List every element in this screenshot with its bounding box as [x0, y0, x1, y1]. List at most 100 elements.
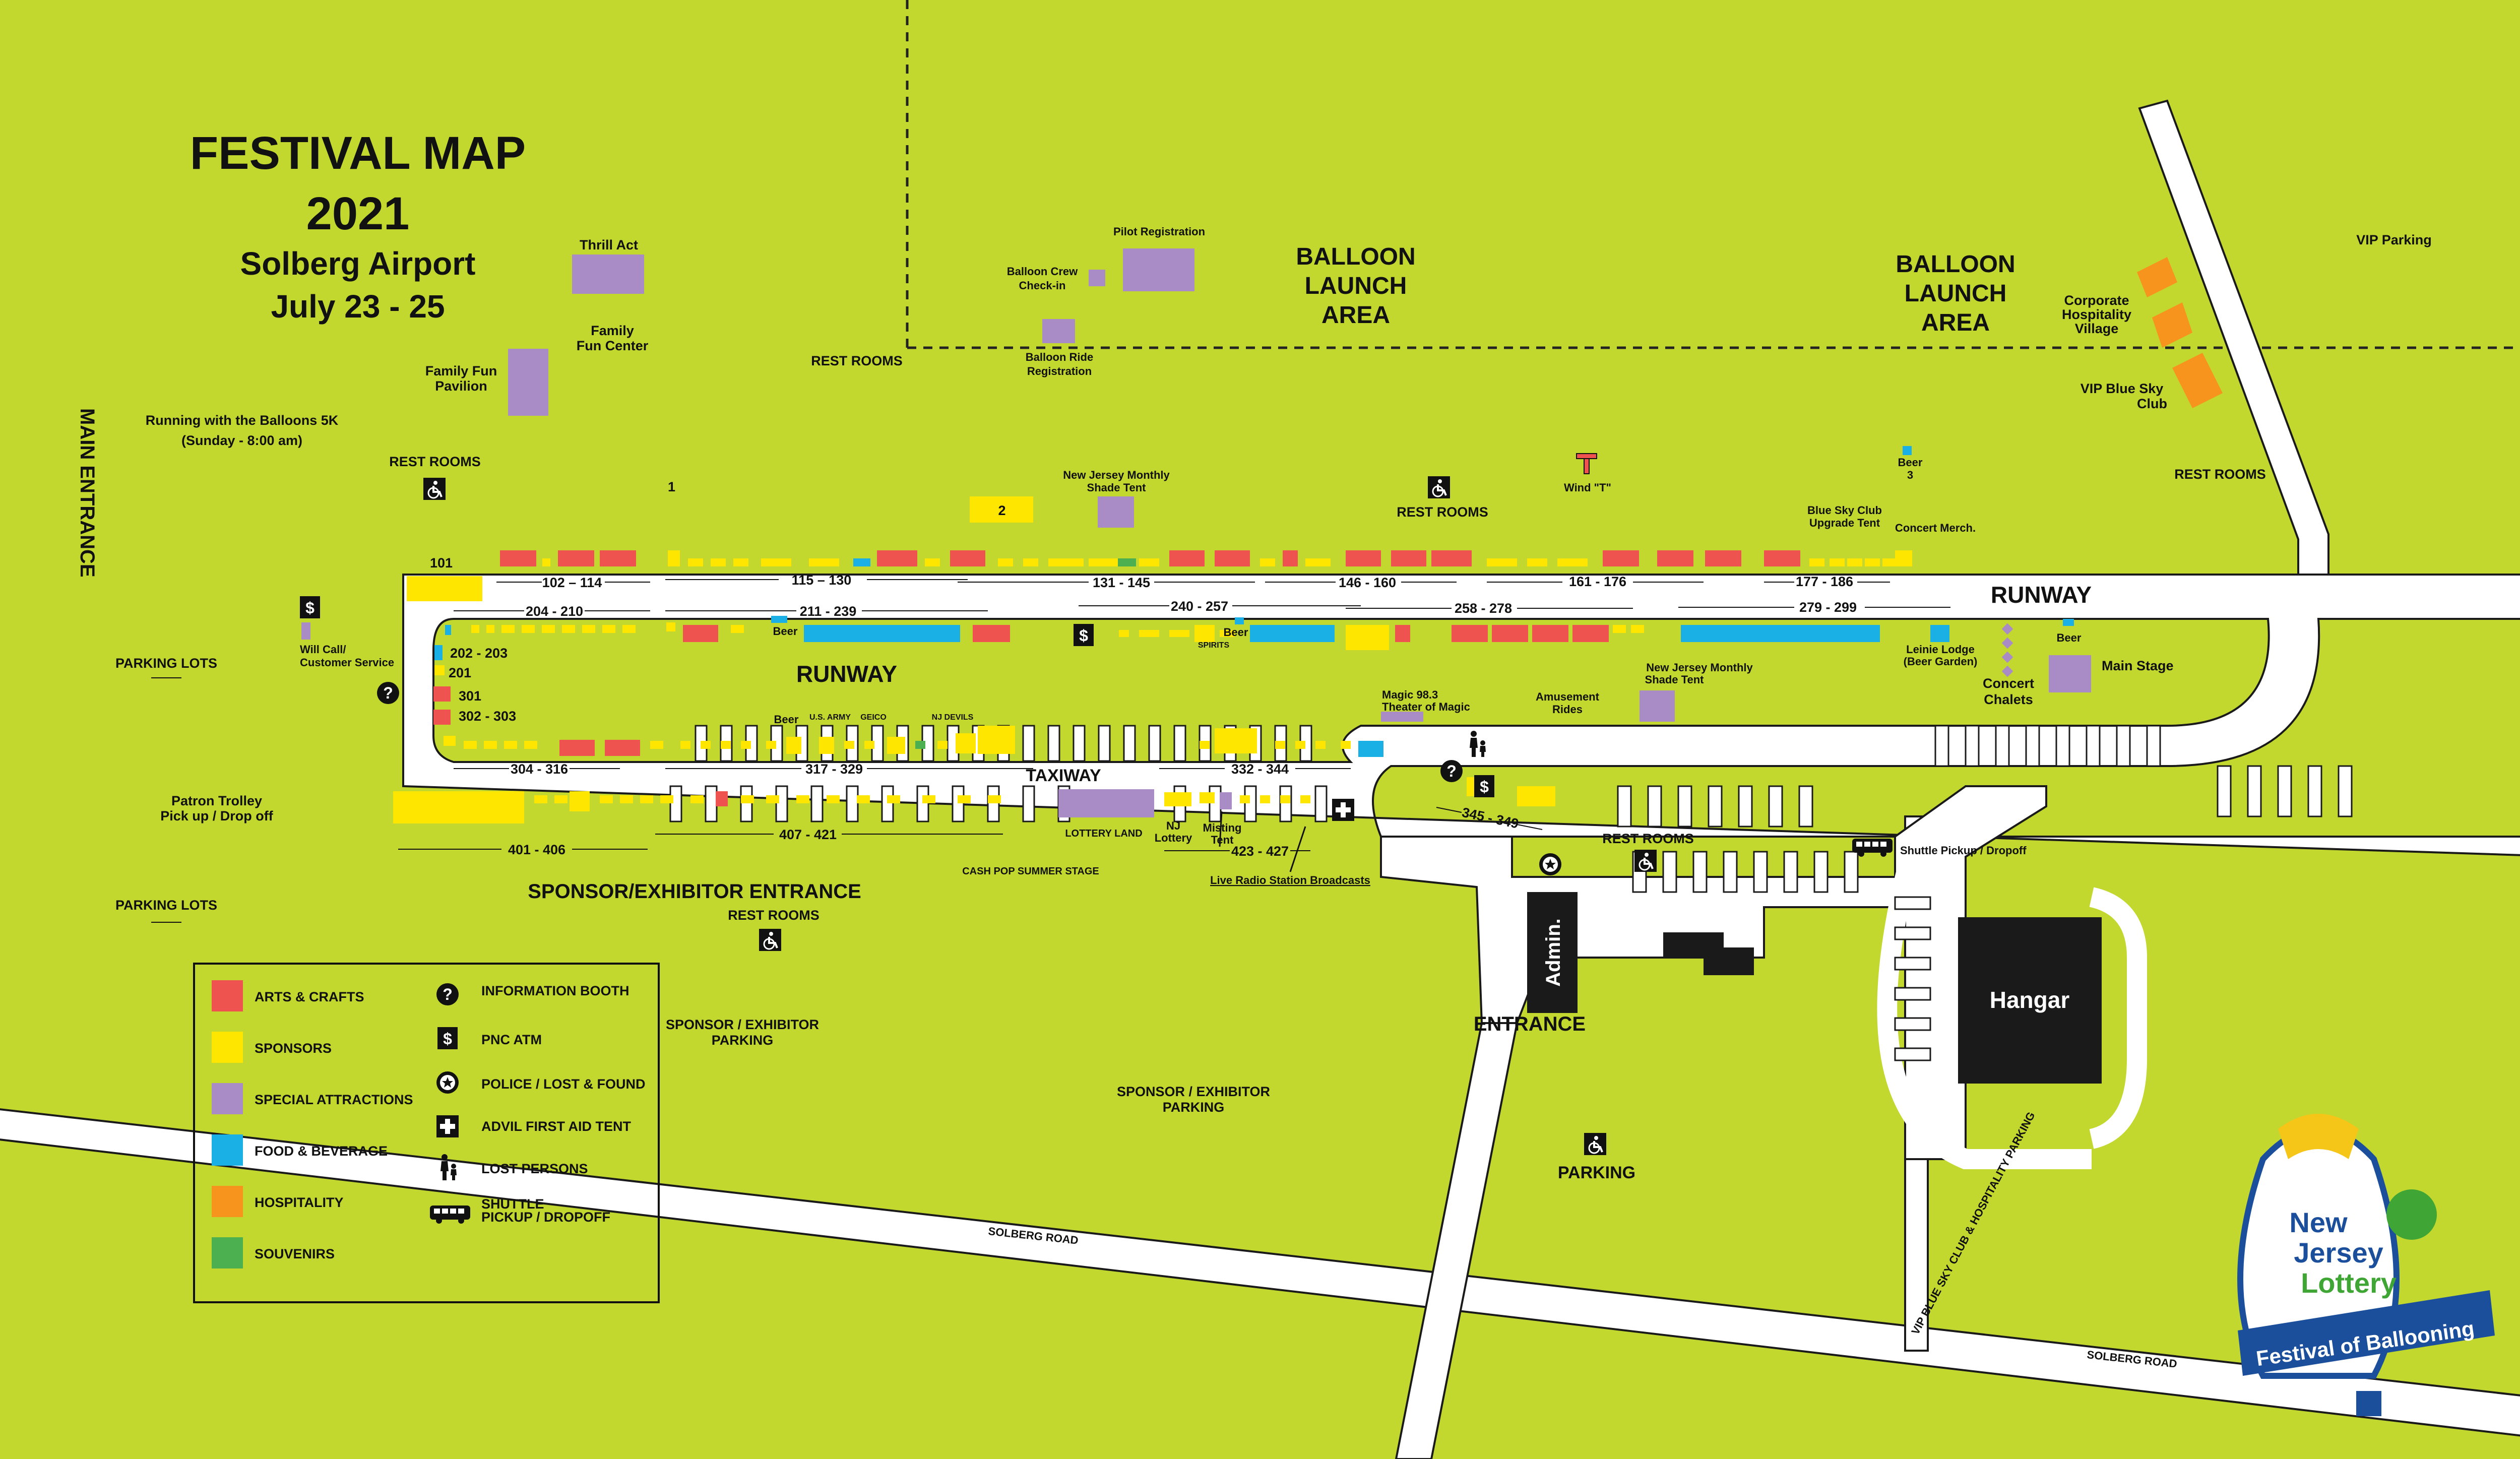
range-101: 101 [430, 555, 453, 570]
range-115: 115 – 130 [792, 573, 852, 588]
range-423: 423 - 427 [1231, 844, 1289, 859]
range-302: 302 - 303 [459, 709, 516, 724]
clover-icon [2386, 1189, 2437, 1240]
title-line4: July 23 - 25 [271, 288, 445, 325]
nj-lottery-1: NJ [1166, 819, 1180, 832]
nj-lottery-logo: New Jersey Lottery Festival of Balloonin… [2237, 1114, 2495, 1416]
lottery-land-label: LOTTERY LAND [1065, 828, 1142, 839]
rest-rooms-balloon: REST ROOMS [811, 353, 903, 368]
concert-merch-label: Concert Merch. [1895, 522, 1976, 534]
corporate-label-1: Corporate [2064, 293, 2129, 308]
main-stage-label: Main Stage [2102, 658, 2174, 673]
legend-symbol-atm: PNC ATM [481, 1032, 542, 1047]
sponsor-parking-1-b: PARKING [712, 1033, 774, 1048]
range-arrows [398, 579, 1950, 851]
patron-trolley-1: Patron Trolley [171, 793, 262, 808]
nj-monthly-top-1: New Jersey Monthly [1063, 469, 1170, 481]
first-aid-cross-icon [1332, 799, 1354, 821]
balloon-crew-1: Balloon Crew [1007, 265, 1078, 278]
admin-building [1527, 892, 1578, 1013]
logo-line1: New [2289, 1207, 2348, 1238]
blue-sky-upgrade-2: Upgrade Tent [1809, 517, 1880, 529]
spirits-label: SPIRITS [1198, 641, 1230, 650]
geico-label: GEICO [860, 713, 887, 722]
runway-label-right: RUNWAY [1991, 582, 2092, 608]
information-icon [1440, 760, 1463, 782]
entrance-plaza [1380, 785, 2047, 1160]
beer-3-booth [1903, 446, 1912, 455]
marker-2: 2 [998, 503, 1005, 518]
balloon-launch-left-1: BALLOON [1296, 243, 1415, 270]
hangar-building [1958, 917, 2102, 1084]
beer-label-2: Beer [1224, 626, 1248, 639]
range-301: 301 [459, 688, 481, 704]
sponsor-parking-1-a: SPONSOR / EXHIBITOR [666, 1017, 819, 1032]
rest-rooms-top-mid: REST ROOMS [1397, 504, 1488, 520]
range-304: 304 - 316 [511, 762, 568, 777]
family-fun-pavilion-area [508, 349, 548, 416]
range-146: 146 - 160 [1339, 575, 1396, 590]
nj-devils-label: NJ DEVILS [932, 713, 974, 722]
range-177: 177 - 186 [1796, 574, 1853, 589]
parking-lots-left-1: PARKING LOTS [115, 656, 217, 671]
misting-pointer [1219, 811, 1223, 847]
amusement-rides-1: Amusement [1536, 690, 1600, 703]
vip-club-label-1: VIP Blue Sky [2081, 381, 2164, 396]
legend-symbol-lost: LOST PERSONS [481, 1161, 588, 1176]
vip-parking-label: VIP Parking [2356, 232, 2432, 247]
thrill-act-area [572, 255, 644, 294]
accessible-restroom-icon [422, 477, 447, 501]
range-201: 201 [449, 665, 471, 680]
magic-98-2: Theater of Magic [1382, 701, 1470, 713]
balloon-launch-left-2: LAUNCH [1305, 273, 1407, 299]
booths-left-side [433, 623, 2091, 757]
range-317: 317 - 329 [805, 762, 863, 777]
atm-dollar-icon [300, 596, 320, 618]
nj-monthly-bottom-2: Shade Tent [1645, 673, 1705, 686]
legend-swatch-3 [212, 1134, 243, 1166]
beer-label-1: Beer [773, 625, 798, 638]
shuttle-label: Shuttle Pickup / Dropoff [1900, 844, 2027, 857]
range-204: 204 - 210 [526, 604, 583, 619]
patron-trolley-2: Pick up / Drop off [160, 808, 274, 823]
booths-top-row [407, 550, 1912, 601]
police-badge-icon [436, 1071, 459, 1094]
family-fun-pavilion-1: Family Fun [425, 363, 497, 378]
nj-monthly-bottom-1: New Jersey Monthly [1646, 661, 1753, 674]
hangar-ring-road [2089, 887, 2147, 1149]
misting-tent-1: Misting [1203, 821, 1242, 834]
sponsor-exhibitor-entrance: SPONSOR/EXHIBITOR ENTRANCE [528, 880, 861, 903]
taxiway-label: TAXIWAY [1026, 766, 1101, 785]
beer-label-right: Beer [2057, 631, 2082, 644]
magic-98-1: Magic 98.3 [1382, 688, 1438, 701]
balloon-launch-right-3: AREA [1921, 309, 1990, 336]
nj-lottery-2: Lottery [1155, 832, 1192, 844]
range-202: 202 - 203 [450, 646, 508, 661]
legend-swatch-2 [212, 1083, 243, 1114]
misting-tent-2: Tent [1211, 834, 1234, 846]
will-call-2: Customer Service [300, 656, 394, 669]
range-279: 279 - 299 [1799, 600, 1857, 615]
range-102: 102 – 114 [542, 575, 602, 590]
pilot-registration-area [1123, 248, 1194, 291]
balloon-crew-area [1089, 270, 1105, 286]
vip-club-label-2: Club [2137, 396, 2167, 411]
legend-swatch-1 [212, 1032, 243, 1063]
live-radio-label: Live Radio Station Broadcasts [1210, 874, 1370, 886]
main-entrance-label: MAIN ENTRANCE [76, 408, 98, 578]
hospitality-tents [2137, 257, 2223, 408]
legend-category-label: SPECIAL ATTRACTIONS [255, 1092, 413, 1107]
balloon-ride-area [1042, 319, 1075, 343]
cash-pop-label: CASH POP SUMMER STAGE [962, 866, 1099, 877]
pilot-registration-label: Pilot Registration [1113, 225, 1205, 238]
sponsor-parking-2-b: PARKING [1163, 1100, 1225, 1115]
balloon-launch-right-2: LAUNCH [1905, 280, 2007, 307]
booth-ranges: 101 102 – 114 115 – 130 131 - 145 146 - … [430, 555, 1857, 859]
rest-rooms-top-left: REST ROOMS [389, 454, 481, 469]
range-240: 240 - 257 [1171, 599, 1228, 614]
family-fun-center-2: Fun Center [577, 338, 649, 353]
rest-rooms-sponsor: REST ROOMS [728, 908, 820, 923]
atm-dollar-icon [1074, 624, 1094, 646]
runway-label-left: RUNWAY [796, 661, 897, 687]
amusement-rides-2: Rides [1552, 703, 1583, 716]
